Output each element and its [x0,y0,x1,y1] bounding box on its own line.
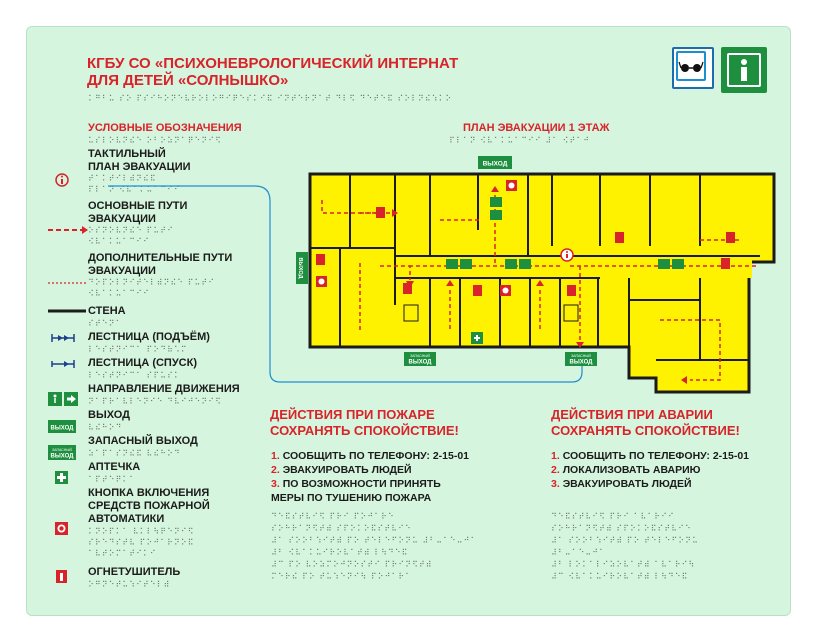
legend-stairs-down: ЛЕСТНИЦА (СПУСК) [88,357,198,369]
fire-alarm-button-icon [55,522,68,535]
legend-heading: УСЛОВНЫЕ ОБОЗНАЧЕНИЯ [88,122,242,134]
direction-icon [48,392,78,406]
title-line-2: ДЛЯ ДЕТЕЙ «СОЛНЫШКО» [87,72,289,89]
svg-text:ВЫХОД: ВЫХОД [409,360,433,366]
legend-tactile-plan: ТАКТИЛЬНЫЙ ПЛАН ЭВАКУАЦИИ [88,148,191,173]
first-aid-icon [55,471,68,484]
spare-exit-sign-left: ВЫХОД [296,252,308,284]
legend-stairs-up: ЛЕСТНИЦА (ПОДЪЁМ) [88,331,210,343]
fire-action-3b: МЕРЫ ПО ТУШЕНИЮ ПОЖАРА [271,492,432,504]
legend-extra-routes: ДОПОЛНИТЕЛЬНЫЕ ПУТИ ЭВАКУАЦИИ [88,252,233,277]
exit-sign-top: ВЫХОД [478,156,512,169]
accident-action-2: 2. ЛОКАЛИЗОВАТЬ АВАРИЮ [551,464,701,476]
fire-action-1: 1. СООБЩИТЬ ПО ТЕЛЕФОНУ: 2-15-01 [271,450,470,462]
title-line-1: КГБУ СО «ПСИХОНЕВРОЛОГИЧЕСКИЙ ИНТЕРНАТ [87,55,459,72]
stairs-down-icon [51,360,75,368]
legend-fire-button: КНОПКА ВКЛЮЧЕНИЯ СРЕДСТВ ПОЖАРНОЙ АВТОМА… [88,487,210,525]
legend-spare-exit: ЗАПАСНЫЙ ВЫХОД [88,435,198,447]
tactile-plan-icon [55,173,69,187]
accident-actions-title: ДЕЙСТВИЯ ПРИ АВАРИИ СОХРАНЯТЬ СПОКОЙСТВИ… [551,407,740,438]
svg-text:ВЫХОД: ВЫХОД [297,257,303,278]
plan-stairs [403,304,579,322]
legend-direction: НАПРАВЛЕНИЕ ДВИЖЕНИЯ [88,383,240,395]
info-icon [727,53,761,87]
exit-icon: ВЫХОД [48,420,76,433]
legend-exit: ВЫХОД [88,409,131,421]
fire-action-3: 3. ПО ВОЗМОЖНОСТИ ПРИНЯТЬ [271,478,441,490]
accident-action-3: 3. ЭВАКУИРОВАТЬ ЛЮДЕЙ [551,478,692,490]
legend-wall: СТЕНА [88,305,126,317]
you-are-here-icon [560,248,574,262]
fire-actions-title: ДЕЙСТВИЯ ПРИ ПОЖАРЕ СОХРАНЯТЬ СПОКОЙСТВИ… [270,407,459,438]
legend-connector-line [108,185,583,383]
main-route-icon [48,226,88,234]
spare-exit-sign-bottom-2: ЗАПАСНЫЙ ВЫХОД [565,352,597,366]
plan-direction-signs [446,197,684,344]
svg-text:ВЫХОД: ВЫХОД [51,426,75,432]
svg-text:ЗАПАСНЫЙ: ЗАПАСНЫЙ [52,448,72,452]
low-vision-sign [672,47,714,89]
info-sign [721,47,767,93]
stairs-up-icon [51,334,75,342]
legend-main-routes: ОСНОВНЫЕ ПУТИ ЭВАКУАЦИИ [88,200,188,225]
glasses-icon [676,51,706,81]
legend-extinguisher: ОГНЕТУШИТЕЛЬ [88,566,181,578]
title-braille: ⠅⠛⠃⠥ ⠎⠕ ⠏⠎⠊⠓⠕⠝⠑⠧⠗⠕⠇⠕⠛⠊⠟⠑⠎⠅⠊⠯ ⠊⠝⠞⠑⠗⠝⠁⠞ ⠙⠇… [88,94,453,103]
spare-exit-icon: ЗАПАСНЫЙ ВЫХОД [48,445,76,460]
interior-walls [310,174,760,361]
fire-action-2: 2. ЭВАКУИРОВАТЬ ЛЮДЕЙ [271,464,412,476]
spare-exit-sign-bottom-1: ЗАПАСНЫЙ ВЫХОД [404,352,436,366]
legend-heading-braille: ⠥⠎⠇⠕⠧⠝⠮⠑ ⠕⠃⠕⠵⠝⠁⠟⠑⠝⠊⠫ [88,136,222,145]
svg-text:ЗАПАСНЫЙ: ЗАПАСНЫЙ [571,354,591,358]
fire-extinguisher-icon [56,570,67,583]
legend-first-aid: АПТЕЧКА [88,461,141,473]
svg-text:ВЫХОД: ВЫХОД [570,360,594,366]
plan-title-braille: ⠏⠇⠁⠝ ⠪⠧⠁⠅⠥⠁⠉⠊⠊ ⠼⠁ ⠪⠞⠁⠚ [449,136,590,145]
svg-text:ВЫХОД: ВЫХОД [483,161,508,168]
accident-action-1: 1. СООБЩИТЬ ПО ТЕЛЕФОНУ: 2-15-01 [551,450,750,462]
svg-text:ЗАПАСНЫЙ: ЗАПАСНЫЙ [410,354,430,358]
plan-title: ПЛАН ЭВАКУАЦИИ 1 ЭТАЖ [463,122,610,134]
page-title: КГБУ СО «ПСИХОНЕВРОЛОГИЧЕСКИЙ ИНТЕРНАТ Д… [87,55,458,89]
plan-fire-extinguishers [316,207,735,296]
legend-symbols: ВЫХОД ЗАПАСНЫЙ ВЫХОД [48,173,88,583]
svg-text:ВЫХОД: ВЫХОД [51,454,75,460]
